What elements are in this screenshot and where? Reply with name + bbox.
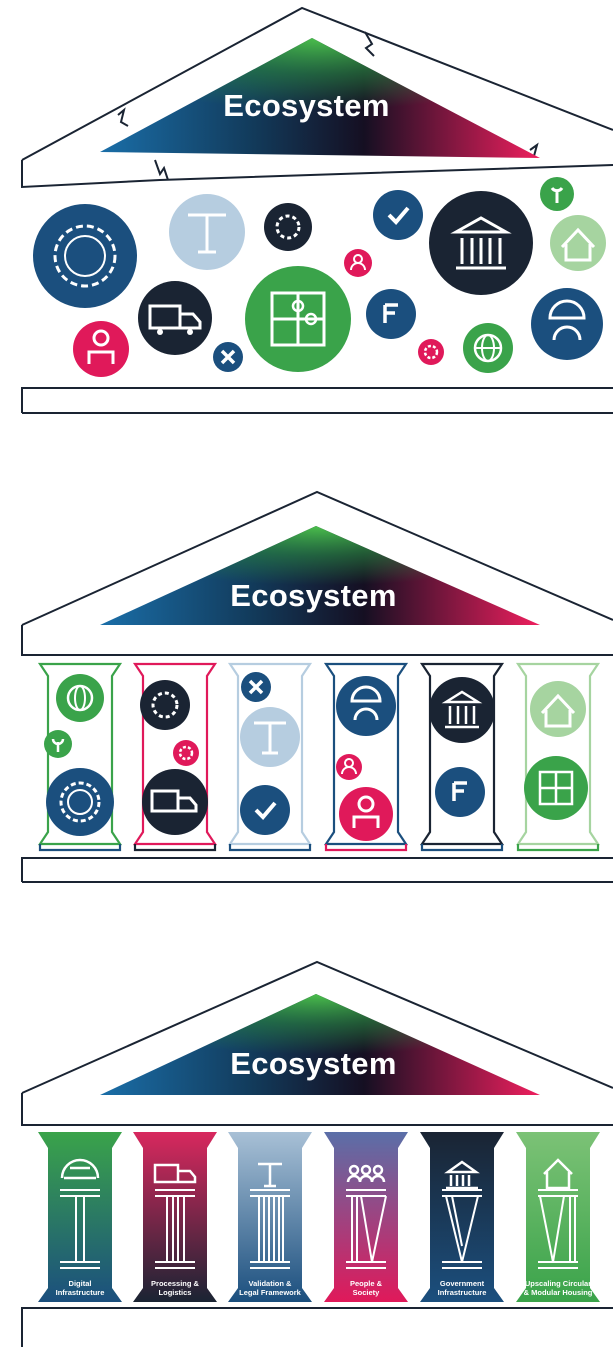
caption-line-2: Legal Framework [239,1287,301,1297]
document-icon [435,767,485,817]
small-gear-pink-icon [173,740,199,766]
government-building-icon [444,1160,480,1190]
person-icon [336,754,362,780]
pillar-1 [38,1132,122,1302]
caption-line-2: & Modular Housing [523,1287,593,1297]
small-gear-pink-icon [418,339,444,365]
roof-title: Ecosystem [230,1046,397,1081]
panel-scattered-ecosystem: Ecosystem [0,0,613,420]
person-icon [344,249,372,277]
globe-gear-icon [60,1158,100,1180]
caption-line-1: Government [439,1279,485,1288]
caption-line-1: Digital [68,1279,92,1288]
numeral-iii [250,1189,290,1269]
numeral-ii [155,1189,195,1269]
truck-icon [138,281,212,355]
caption-line-1: Validation & [248,1279,292,1288]
globe-icon [463,323,513,373]
house-icon [530,681,586,737]
caption-line-2: Infrastructure [437,1287,487,1297]
wrench-icon [44,730,72,758]
person-badge-icon [339,787,393,841]
people-icon [346,1164,386,1183]
roof-title: Ecosystem [230,578,397,613]
truck-icon [142,769,208,835]
close-icon [241,672,271,702]
numeral-vi [538,1189,578,1269]
pillar-caption-circular-housing: Upscaling Circular& Modular Housing [514,1279,602,1297]
puzzle-icon [524,756,588,820]
pillar-icon [169,194,245,270]
government-building-icon [429,191,533,295]
close-icon [213,342,243,372]
caption-line-1: Processing & [151,1279,199,1288]
person-badge-icon [73,321,129,377]
document-icon [366,289,416,339]
roof-cracked [21,6,613,414]
check-icon [240,785,290,835]
gear-icon [33,204,137,308]
government-building-icon [429,677,495,743]
roof-title: Ecosystem [223,88,390,123]
caption-line-2: Society [352,1287,380,1297]
small-gear-icon [264,203,312,251]
numeral-i [60,1189,100,1269]
pillar-5 [420,1132,504,1302]
wrench-icon [540,177,574,211]
check-icon [373,190,423,240]
worker-icon [336,676,396,736]
house-icon [550,215,606,271]
puzzle-icon [245,266,351,372]
house-puzzle-icon [543,1158,573,1190]
pillar-3 [228,1132,312,1302]
pillar-icon [240,707,300,767]
pillar-caption-validation-legal: Validation &Legal Framework [230,1279,310,1297]
pillar-check-icon [258,1162,282,1188]
numeral-iv [346,1189,387,1269]
worker-icon [531,288,603,360]
caption-line-2: Logistics [158,1287,192,1297]
caption-line-2: Infrastructure [55,1287,105,1297]
pillar-6 [516,1132,600,1302]
temple-structure [21,960,613,1347]
truck-gear-icon [153,1163,197,1184]
gear-icon [46,768,114,836]
roof-structure [21,490,613,883]
caption-line-1: Upscaling Circular [524,1279,592,1288]
pillar-4 [324,1132,408,1302]
caption-line-1: People & [349,1279,383,1288]
pillar-caption-people-society: People &Society [326,1279,406,1297]
small-gear-icon [140,680,190,730]
pillar-2 [133,1132,217,1302]
numeral-v [442,1189,482,1269]
panel-grouped-ecosystem: Ecosystem [0,480,613,900]
pillar-caption-processing-logistics: Processing &Logistics [135,1279,215,1297]
globe-icon [56,674,104,722]
